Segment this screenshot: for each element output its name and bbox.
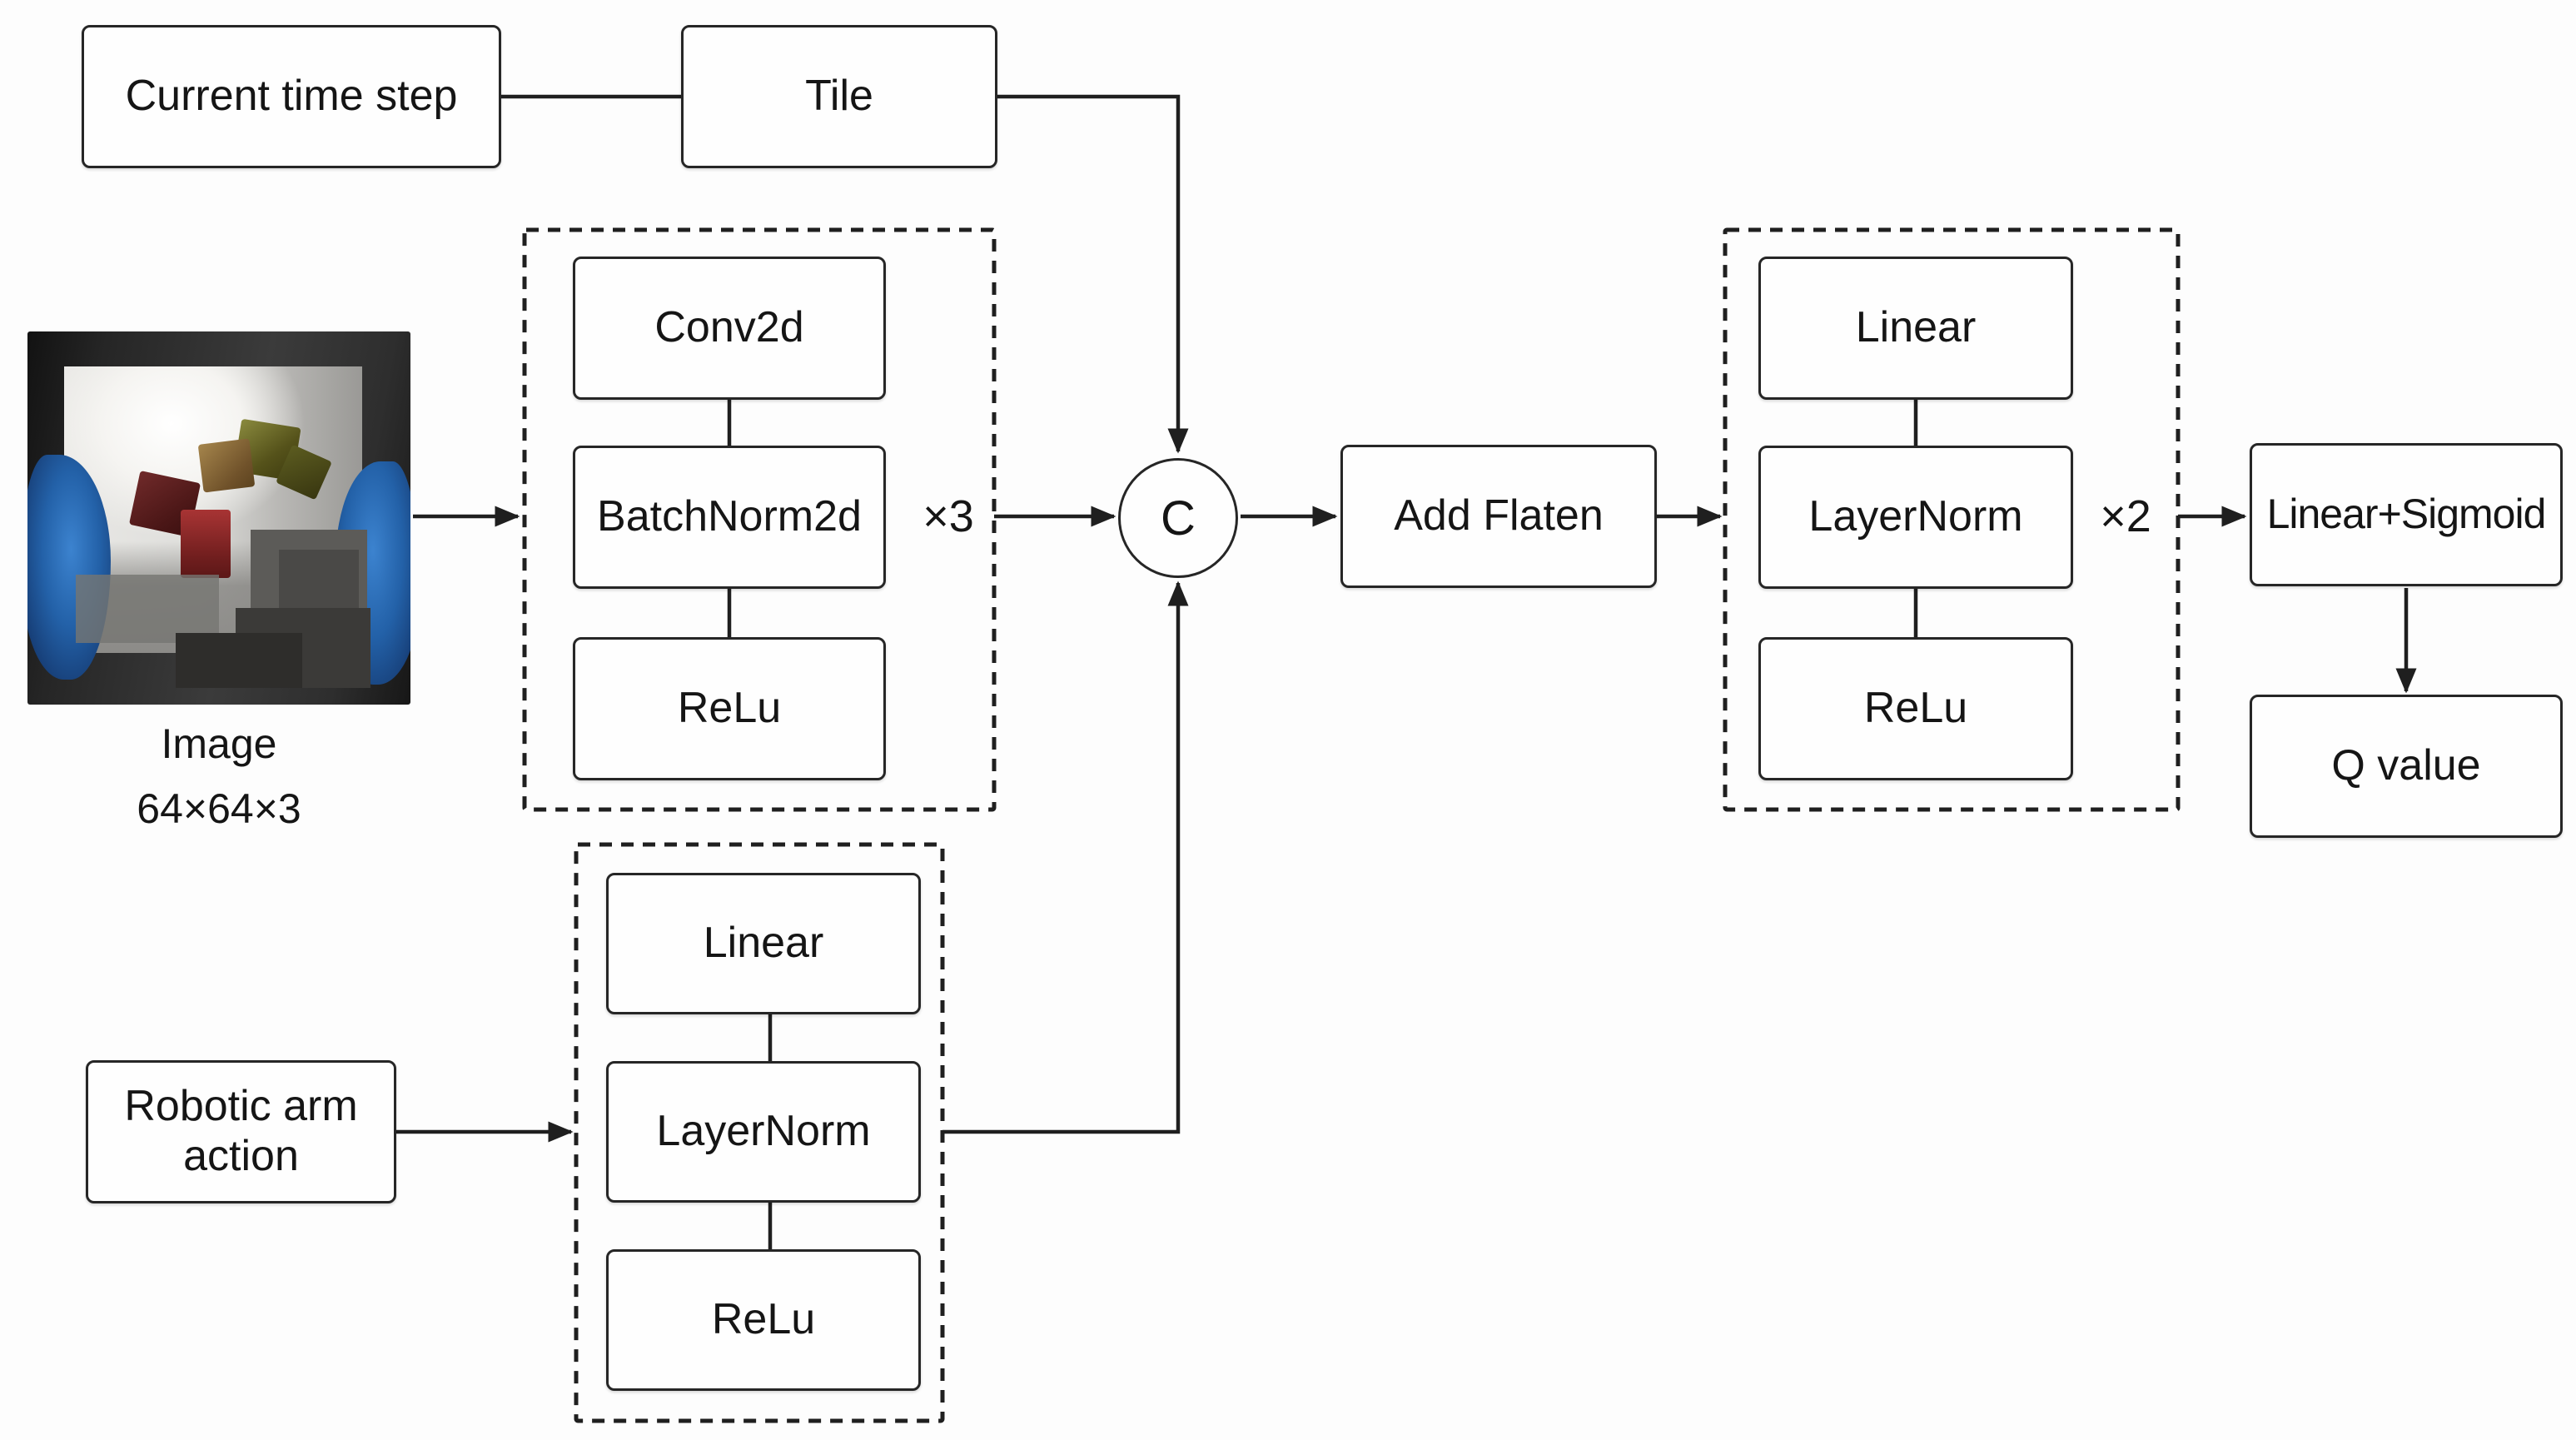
fc-block-multiplier: ×2	[2100, 491, 2151, 541]
fc-layernorm-box: LayerNorm	[1758, 446, 2073, 589]
conv-block-outline	[522, 227, 997, 812]
image-shape-caption: 64×64×3	[137, 785, 301, 832]
action-relu-box: ReLu	[606, 1249, 921, 1391]
edge-actionblock-concat	[942, 580, 1189, 1134]
fc-block-outline	[1723, 227, 2181, 812]
action-layernorm-box: LayerNorm	[606, 1061, 921, 1203]
robotic-arm-action-line2: action	[183, 1132, 299, 1180]
robotic-arm-action-line1: Robotic arm	[124, 1082, 358, 1131]
batchnorm2d-box: BatchNorm2d	[573, 446, 886, 589]
camera-image	[27, 331, 410, 705]
edge-tile-concat	[997, 94, 1189, 454]
cube-red	[181, 510, 231, 578]
concat-node: C	[1118, 458, 1238, 578]
tile-box: Tile	[681, 25, 997, 168]
robotic-arm-action-box: Robotic arm action	[86, 1060, 396, 1203]
cube-tan	[197, 438, 256, 493]
q-value-box: Q value	[2250, 695, 2563, 838]
action-linear-box: Linear	[606, 873, 921, 1014]
floor-block-silhouette	[76, 575, 219, 643]
image-caption: Image	[161, 720, 277, 767]
conv-relu-box: ReLu	[573, 637, 886, 780]
fc-linear-box: Linear	[1758, 257, 2073, 400]
table-leg-silhouette	[176, 633, 302, 688]
linear-sigmoid-box: Linear+Sigmoid	[2250, 443, 2563, 586]
fc-relu-box: ReLu	[1758, 637, 2073, 780]
add-flaten-box: Add Flaten	[1340, 445, 1657, 588]
conv2d-box: Conv2d	[573, 257, 886, 400]
conv-block-multiplier: ×3	[922, 491, 974, 541]
current-time-step-box: Current time step	[82, 25, 501, 168]
